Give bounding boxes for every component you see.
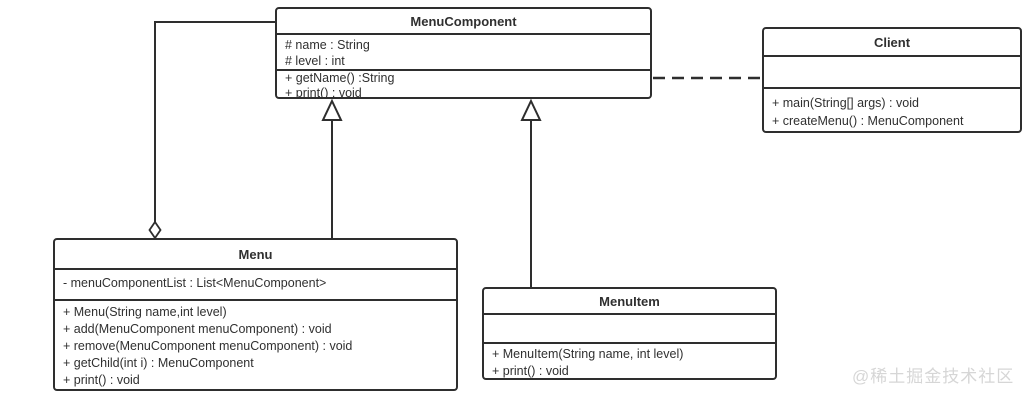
methods-section-menu: + Menu(String name,int level) + add(Menu… [55, 301, 456, 389]
aggregation-diamond-icon [148, 220, 162, 240]
method-line: + add(MenuComponent menuComponent) : voi… [63, 322, 332, 336]
aggregation-line [154, 21, 275, 223]
method-line: + remove(MenuComponent menuComponent) : … [63, 339, 353, 353]
class-box-client: Client + main(String[] args) : void + cr… [762, 27, 1022, 133]
methods-section-client: + main(String[] args) : void + createMen… [764, 89, 1020, 131]
method-line: + createMenu() : MenuComponent [772, 114, 964, 128]
methods-section-menucomponent: + getName() :String + print() : void [277, 71, 650, 97]
attributes-section-menuitem [484, 315, 775, 344]
attribute-line: # level : int [285, 54, 345, 68]
class-box-menucomponent: MenuComponent # name : String # level : … [275, 7, 652, 99]
method-line: + Menu(String name,int level) [63, 305, 227, 319]
attribute-line: # name : String [285, 38, 370, 52]
method-line: + print() : void [285, 86, 362, 97]
attributes-section-client [764, 57, 1020, 89]
generalization-arrow-icon-menu [321, 98, 343, 121]
methods-section-menuitem: + MenuItem(String name, int level) + pri… [484, 344, 775, 378]
class-title-menucomponent: MenuComponent [277, 9, 650, 35]
class-box-menu: Menu - menuComponentList : List<MenuComp… [53, 238, 458, 391]
method-line: + MenuItem(String name, int level) [492, 347, 684, 361]
method-line: + print() : void [63, 373, 140, 387]
class-title-client: Client [764, 29, 1020, 57]
class-box-menuitem: MenuItem + MenuItem(String name, int lev… [482, 287, 777, 380]
method-line: + getChild(int i) : MenuComponent [63, 356, 254, 370]
class-title-menu: Menu [55, 240, 456, 270]
method-line: + print() : void [492, 363, 569, 378]
attribute-line: - menuComponentList : List<MenuComponent… [63, 276, 327, 290]
attributes-section-menu: - menuComponentList : List<MenuComponent… [55, 270, 456, 301]
watermark: @稀土掘金技术社区 [852, 367, 1015, 386]
generalization-arrow-icon-menuitem [520, 98, 542, 121]
attributes-section-menucomponent: # name : String # level : int [277, 35, 650, 71]
class-title-menuitem: MenuItem [484, 289, 775, 315]
method-line: + getName() :String [285, 71, 395, 85]
method-line: + main(String[] args) : void [772, 96, 919, 110]
